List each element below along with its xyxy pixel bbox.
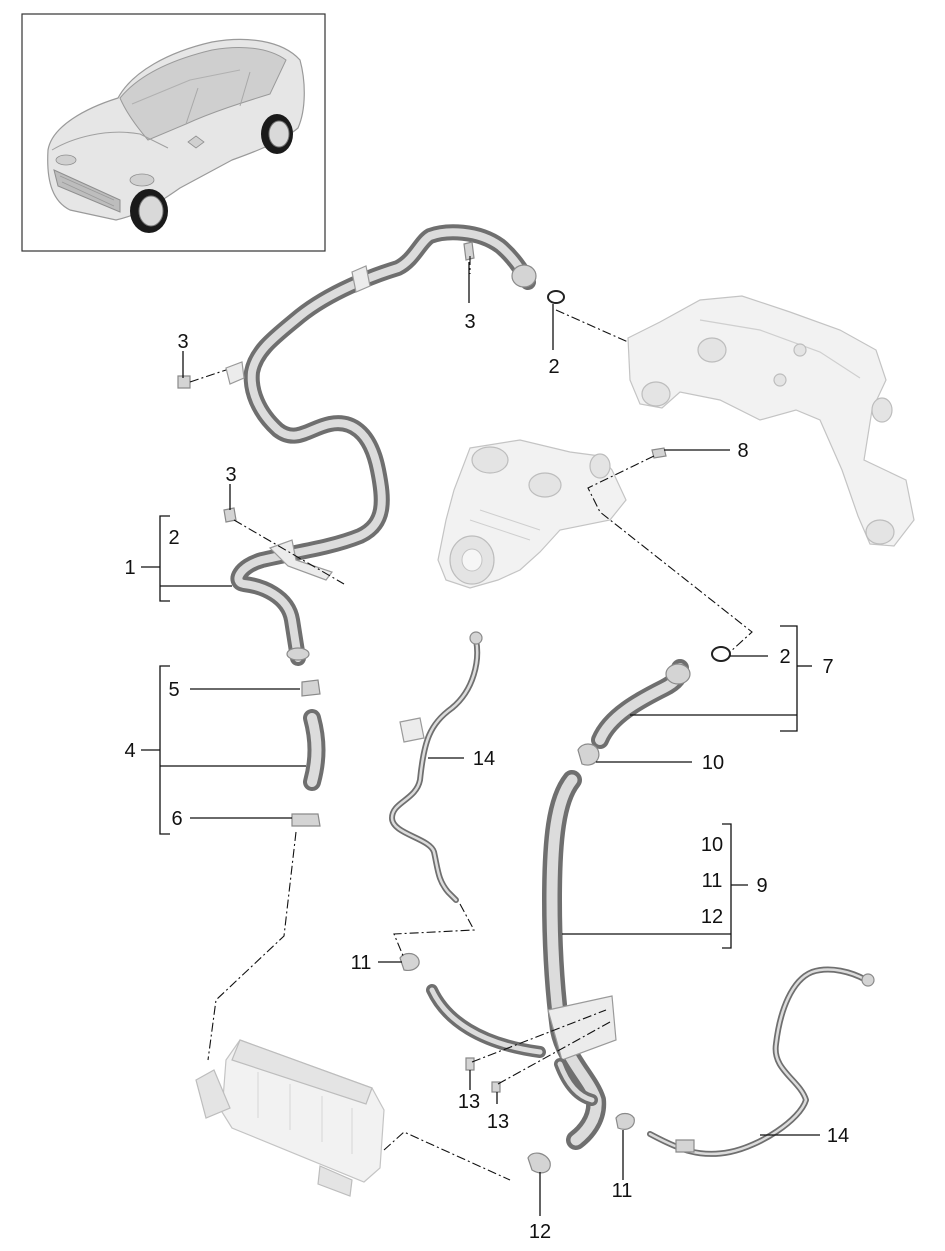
callout-6: 6 [171, 808, 182, 830]
callout-3-left: 3 [177, 331, 188, 353]
oring-2a-icon [547, 290, 565, 304]
callout-13-a: 13 [458, 1091, 480, 1113]
callout-10: 10 [702, 752, 724, 774]
coolant-pipe-7 [577, 646, 731, 766]
bolt-3a-icon [463, 241, 475, 261]
assembly-guide-lines [189, 256, 753, 1181]
bolt-13a-icon [465, 1057, 475, 1071]
leader-lines [141, 262, 820, 1216]
callout-2-right: 2 [779, 646, 790, 668]
coolant-line-14b [647, 966, 875, 1157]
callout-14-upper: 14 [473, 748, 495, 770]
clamp-12-icon [527, 1152, 551, 1174]
callout-9-sub-11: 11 [702, 870, 723, 892]
bolt-3c-icon [223, 507, 237, 523]
clamp-5-icon [301, 679, 321, 697]
callout-14-lower: 14 [827, 1125, 849, 1147]
bolt-13b-icon [491, 1081, 501, 1093]
callout-5: 5 [168, 679, 179, 701]
clamp-6-icon [291, 813, 321, 827]
callout-3-mid: 3 [225, 464, 236, 486]
clamp-11a-icon [399, 952, 420, 971]
coolant-line-14a [389, 631, 483, 903]
car-silhouette-icon [47, 38, 305, 233]
oring-2b-icon [711, 646, 731, 662]
coolant-hose-9 [426, 770, 617, 1150]
hardware [177, 241, 667, 1174]
callout-labels: 3 2 3 3 8 1 2 2 7 5 4 14 10 6 10 11 9 12… [124, 311, 849, 1243]
callout-11-left: 11 [351, 952, 372, 974]
callout-4: 4 [124, 740, 135, 762]
callout-9: 9 [756, 875, 767, 897]
callout-3-top: 3 [464, 311, 475, 333]
coolant-hose-4 [291, 679, 326, 827]
callout-2-top: 2 [548, 356, 559, 378]
oil-cooler [195, 1039, 385, 1197]
bolt-3b-icon [177, 375, 191, 389]
callout-13-b: 13 [487, 1111, 509, 1133]
callout-9-sub-12: 12 [701, 906, 723, 928]
callout-1: 1 [124, 557, 135, 579]
callout-1-sub-2: 2 [168, 527, 179, 549]
callout-11-bottom: 11 [612, 1180, 633, 1202]
callout-12-bottom: 12 [529, 1221, 551, 1243]
clamp-10-icon [577, 743, 600, 766]
water-pump-assembly [437, 439, 627, 589]
coolant-manifold-housing [627, 295, 915, 547]
clamp-11b-icon [615, 1112, 635, 1130]
callout-8: 8 [737, 440, 748, 462]
bolt-8-icon [651, 447, 667, 459]
callout-7: 7 [822, 656, 833, 678]
callout-9-sub-10: 10 [701, 834, 723, 856]
vehicle-thumbnail [21, 13, 326, 252]
